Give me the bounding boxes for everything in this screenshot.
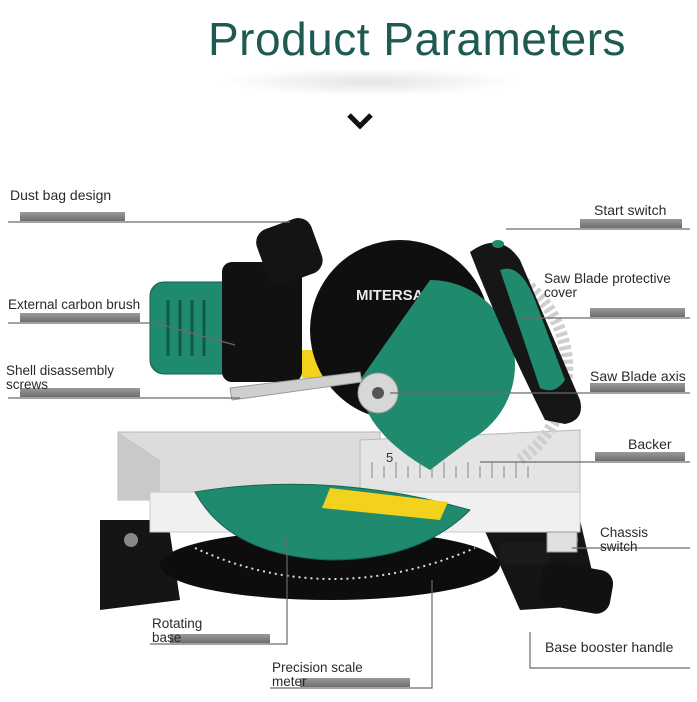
callout-scale-meter: meter xyxy=(272,674,307,689)
label-bar xyxy=(20,388,140,397)
label-bar xyxy=(170,634,270,643)
callout-rotating-base: base xyxy=(152,630,182,645)
label-bar xyxy=(20,212,125,221)
brand-text: MITERSA xyxy=(356,287,424,304)
label-bar xyxy=(300,678,410,687)
label-bar xyxy=(590,383,685,392)
saw-handle xyxy=(470,240,581,424)
motor-housing xyxy=(149,218,340,382)
callout-dust-bag: Dust bag design xyxy=(10,187,112,203)
callout-blade-axis: Saw Blade axis xyxy=(590,368,686,384)
callout-rotating-base: Rotating xyxy=(152,616,203,631)
base-booster-handle xyxy=(500,542,614,614)
scale-number: 5 xyxy=(386,450,393,465)
callout-blade-cover: cover xyxy=(544,285,578,300)
callout-chassis-switch: switch xyxy=(600,539,638,554)
callout-shell-screws: Shell disassembly xyxy=(6,363,115,378)
title-reflection xyxy=(220,68,520,96)
page-title: Product Parameters xyxy=(208,13,627,65)
callout-carbon-brush: External carbon brush xyxy=(8,297,141,312)
callout-blade-cover: Saw Blade protective xyxy=(544,271,671,286)
leader-lines xyxy=(8,221,690,689)
callout-booster-handle: Base booster handle xyxy=(545,639,674,655)
label-bar xyxy=(590,308,685,317)
callout-start-switch: Start switch xyxy=(594,202,667,218)
callout-scale-meter: Precision scale xyxy=(272,660,363,675)
fence-left xyxy=(117,431,381,501)
label-bar xyxy=(580,219,682,228)
chevron-down-icon xyxy=(347,113,373,130)
callout-backer: Backer xyxy=(628,436,672,452)
label-bar xyxy=(595,452,685,461)
label-bar xyxy=(20,313,140,322)
callout-shell-screws: screws xyxy=(6,377,49,392)
callout-chassis-switch: Chassis xyxy=(600,525,649,540)
chassis-switch xyxy=(546,531,578,553)
